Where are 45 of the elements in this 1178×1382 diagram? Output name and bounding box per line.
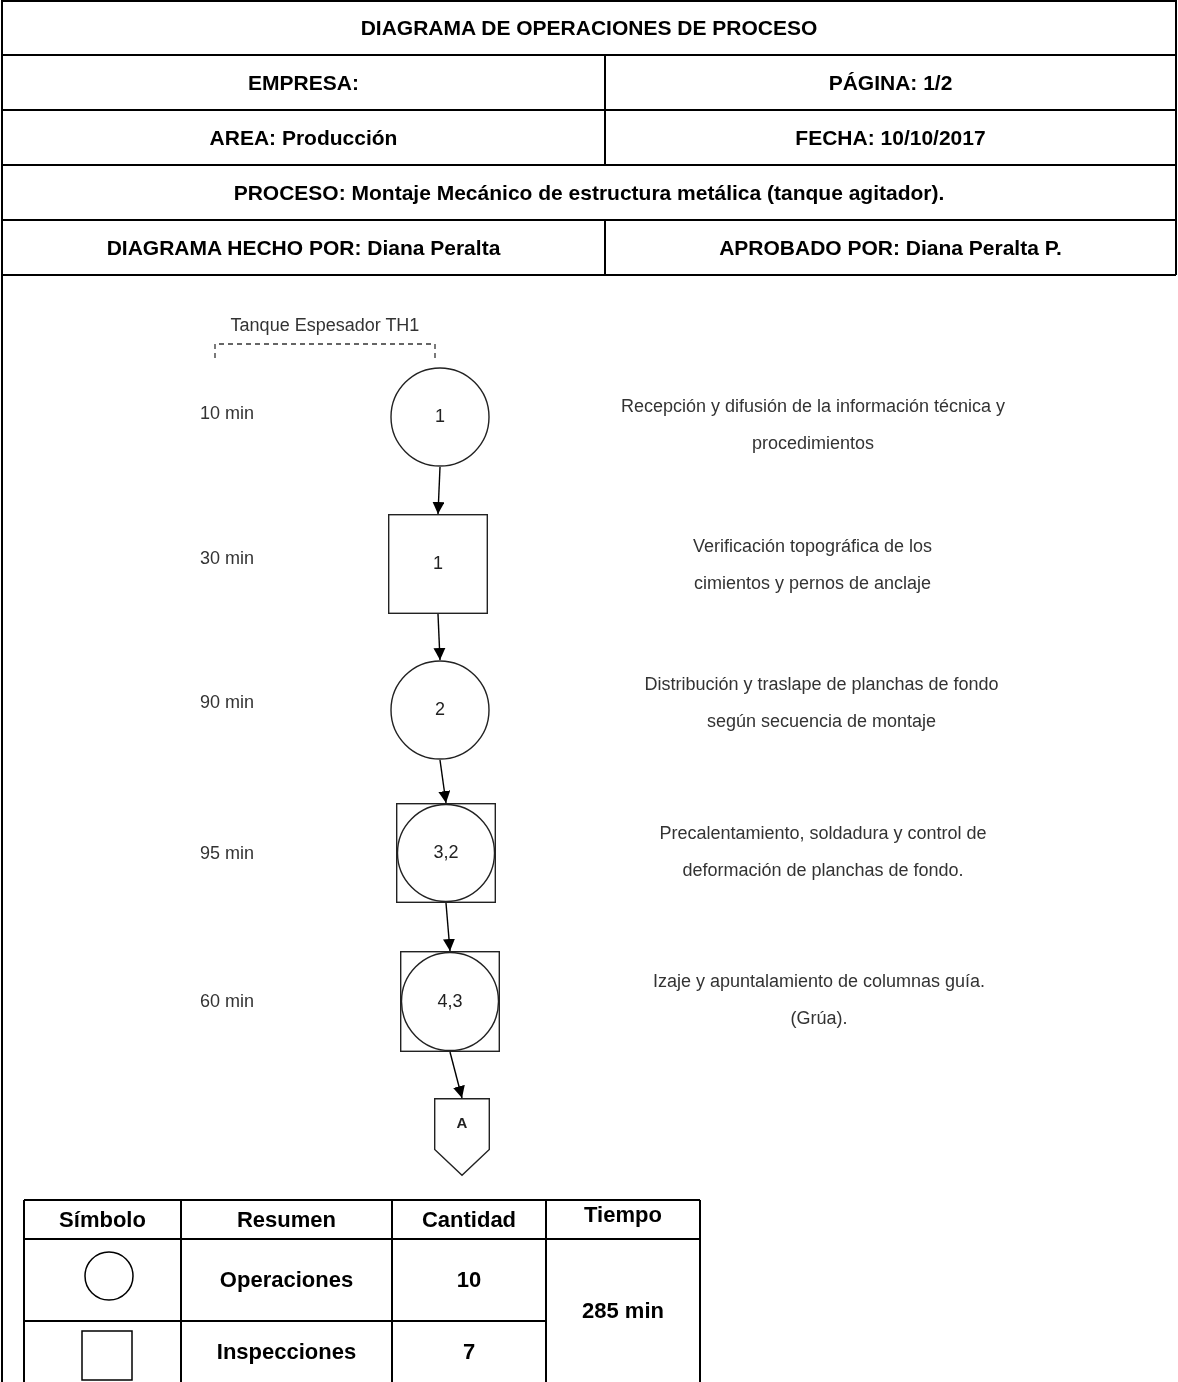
inspection-square <box>388 514 488 614</box>
column-header: Símbolo <box>59 1206 146 1233</box>
combined-operation-inspection <box>400 951 500 1052</box>
arrow <box>432 466 445 515</box>
column-header: Cantidad <box>421 1206 517 1233</box>
header-text: AREA: Producción <box>209 125 398 150</box>
step-number: 1 <box>435 406 445 427</box>
arrow <box>438 759 451 804</box>
header-text: PROCESO: Montaje Mecánico de estructura metálica (tanque agitador). <box>233 180 945 205</box>
operation-circle <box>390 660 490 760</box>
column-header: Tiempo <box>584 1202 662 1228</box>
header-text: EMPRESA: <box>248 70 359 95</box>
step-description: Recepción y difusión de la información técnica y procedimientos <box>619 395 1007 455</box>
operation-circle <box>390 367 490 467</box>
connector-letter: A <box>456 1114 468 1131</box>
column-header: Resumen <box>236 1206 336 1233</box>
step-number: 4,3 <box>437 990 463 1012</box>
header-text: APROBADO POR: Diana Peralta P. <box>719 235 1062 260</box>
step-description: Precalentamiento, soldadura y control de deformación de planchas de fondo. <box>658 822 988 882</box>
header-text: PÁGINA: 1/2 <box>828 70 953 95</box>
step-description: Distribución y traslape de planchas de fondo según secuencia de montaje <box>643 673 1000 733</box>
summary-value: 285 min <box>582 1297 664 1324</box>
duration-label: 30 min <box>200 546 255 570</box>
off-page-connector <box>434 1098 490 1176</box>
summary-value: 7 <box>462 1338 476 1365</box>
group-label: Tanque Espesador TH1 <box>230 313 420 337</box>
step-description: Izaje y apuntalamiento de columnas guía. (Grúa). <box>651 970 987 1030</box>
step-number: 1 <box>433 553 443 574</box>
duration-label: 10 min <box>200 401 255 425</box>
step-number: 2 <box>435 699 445 720</box>
header-text: DIAGRAMA HECHO POR: Diana Peralta <box>106 235 501 260</box>
summary-text: Inspecciones <box>216 1338 357 1365</box>
duration-label: 95 min <box>200 841 255 865</box>
arrow <box>449 1051 465 1099</box>
summary-value: 10 <box>456 1267 482 1293</box>
arrow <box>433 613 446 661</box>
step-number: 3,2 <box>433 842 459 863</box>
title: DIAGRAMA DE OPERACIONES DE PROCESO <box>360 16 818 40</box>
duration-label: 90 min <box>200 690 255 714</box>
duration-label: 60 min <box>200 989 255 1013</box>
summary-text: Operaciones <box>219 1267 354 1293</box>
step-description: Verificación topográfica de los cimientos y pernos de anclaje <box>691 535 934 595</box>
header-text: FECHA: 10/10/2017 <box>795 125 986 150</box>
arrow <box>443 902 455 952</box>
combined-operation-inspection <box>396 803 496 903</box>
